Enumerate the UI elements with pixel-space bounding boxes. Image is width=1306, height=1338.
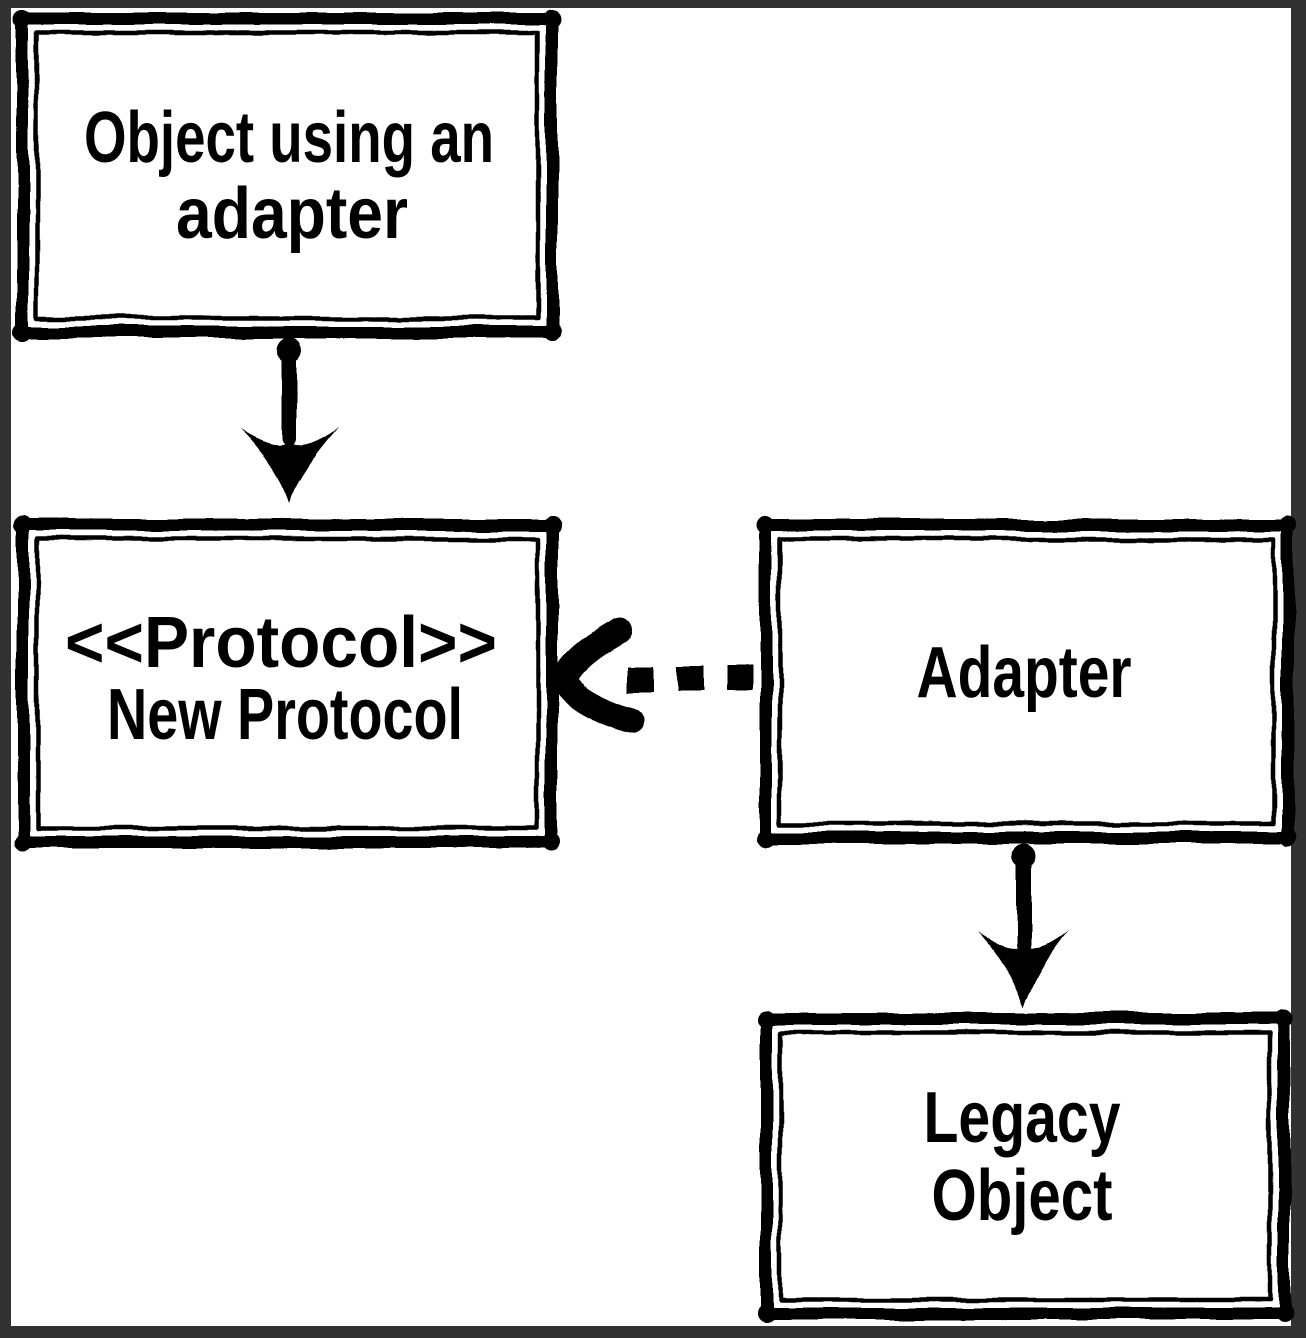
corner-blob: [543, 516, 561, 534]
arrow-adapter-to-legacy: [979, 844, 1069, 1008]
adapter-box: [757, 516, 1297, 847]
arrow-object-to-protocol: [240, 337, 340, 503]
corner-blob: [14, 323, 32, 341]
legacy-label-line1: Legacy: [924, 1078, 1121, 1158]
corner-blob: [1275, 1305, 1293, 1323]
corner-blob: [14, 833, 32, 851]
corner-blob: [1279, 516, 1297, 534]
corner-blob: [543, 323, 561, 341]
adapter-box-outer-border: [760, 519, 1294, 844]
corner-blob: [543, 10, 561, 28]
object-user-label-line2: adapter: [176, 174, 408, 254]
object-user-box-inner-border: [34, 30, 541, 321]
legacy-object-box-inner-border: [777, 1030, 1273, 1303]
corner-blob: [757, 1010, 775, 1028]
open-arrowhead-left-icon: [551, 618, 644, 733]
corner-blob: [14, 516, 32, 534]
corner-blob: [1275, 1010, 1293, 1028]
corner-blob: [14, 10, 32, 28]
protocol-name-label: New Protocol: [107, 675, 463, 755]
label-layer: Object using an adapter <<Protocol>> New…: [65, 98, 1132, 1236]
ink-layer: [14, 10, 1297, 1323]
adapter-label: Adapter: [917, 633, 1132, 713]
protocol-stereotype-label: <<Protocol>>: [65, 603, 497, 683]
object-user-label-line1: Object using an: [84, 98, 494, 178]
protocol-box-inner-border: [34, 536, 541, 831]
adapter-box-inner-border: [777, 536, 1277, 827]
corner-blob: [757, 829, 775, 847]
arrow-adapter-to-protocol: [551, 618, 752, 733]
corner-blob: [1279, 829, 1297, 847]
corner-blob: [543, 833, 561, 851]
legacy-label-line2: Object: [932, 1156, 1113, 1236]
object-user-box: [14, 10, 561, 341]
filled-arrowhead-down-icon: [979, 930, 1069, 1008]
legacy-object-box: [757, 1010, 1293, 1323]
object-user-box-outer-border: [17, 13, 558, 338]
legacy-object-box-outer-border: [760, 1013, 1290, 1320]
corner-blob: [757, 1305, 775, 1323]
filled-arrowhead-down-icon: [240, 426, 340, 503]
corner-blob: [757, 516, 775, 534]
